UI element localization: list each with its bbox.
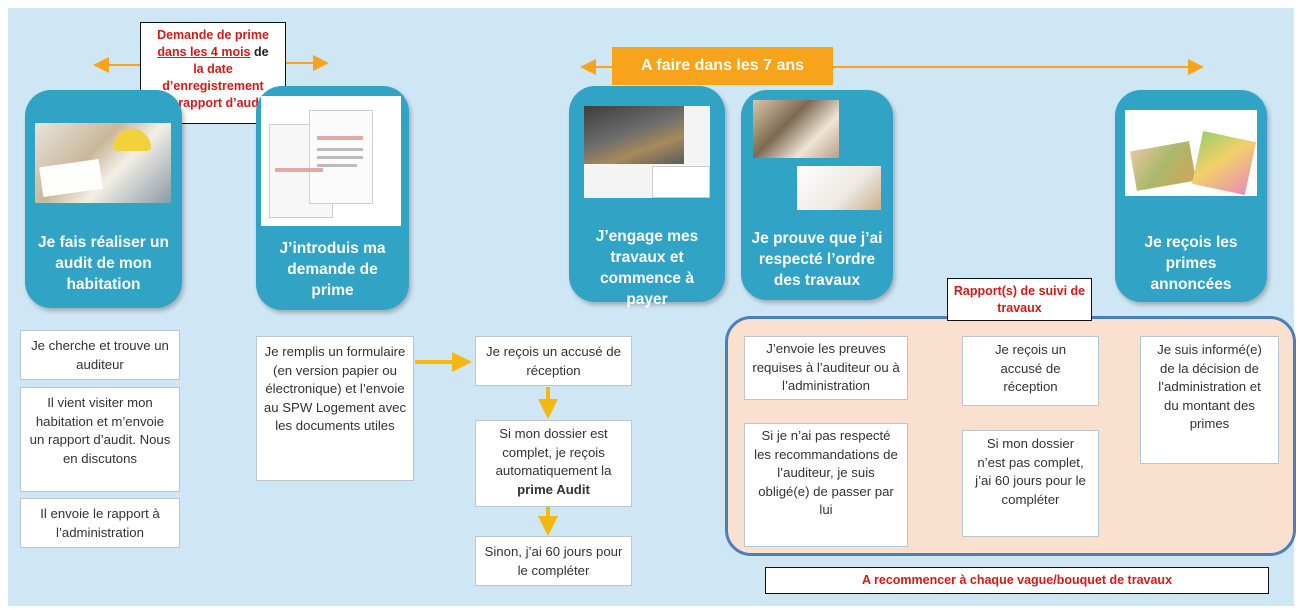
step-audit-title: Je fais réaliser un audit de mon habitat… — [38, 234, 169, 293]
workers-photo — [753, 100, 881, 210]
roof-works-photo — [584, 106, 710, 198]
decision-box: Je suis informé(e) de la décision de l’a… — [1140, 336, 1279, 464]
followup-incomplete-box: Si mon dossier n’est pas complet, j’ai 6… — [962, 430, 1099, 537]
step-receive-title: Je reçois les primes annoncées — [1144, 234, 1238, 293]
step-works-title: J’engage mes travaux et commence à payer — [595, 228, 699, 308]
step-proof: Je prouve que j’ai respecté l’ordre des … — [741, 90, 893, 300]
repeat-note: A recommencer à chaque vague/bouquet de … — [765, 567, 1269, 594]
seven-years-banner: A faire dans les 7 ans — [612, 47, 833, 85]
audit-complete-box: Si mon dossier est complet, je reçois au… — [475, 420, 632, 507]
not-respected-box: Si je n’ai pas respecté les recommandati… — [744, 423, 908, 547]
step-request: J’introduis ma demande de prime — [256, 86, 409, 310]
followup-label: Rapport(s) de suivi de travaux — [947, 278, 1092, 321]
audit-incomplete-box: Sinon, j’ai 60 jours pour le compléter — [475, 536, 632, 586]
find-auditor-box: Je cherche et trouve un auditeur — [20, 330, 180, 380]
auditor-sends-report-box: Il envoie le rapport à l’administration — [20, 498, 180, 548]
step-receive: Je reçois les primes annoncées — [1115, 90, 1267, 302]
fill-form-box: Je remplis un formulaire (en version pap… — [256, 336, 414, 481]
step-proof-title: Je prouve que j’ai respecté l’ordre des … — [751, 230, 883, 289]
receipt-box: Je reçois un accusé de réception — [475, 336, 632, 386]
audit-visit-box: Il vient visiter mon habitation et m’env… — [20, 387, 180, 492]
form-documents-photo — [261, 96, 401, 226]
money-photo — [1125, 110, 1257, 196]
send-proofs-box: J’envoie les preuves requises à l’audite… — [744, 336, 908, 400]
step-works: J’engage mes travaux et commence à payer — [569, 86, 725, 308]
step-audit: Je fais réaliser un audit de mon habitat… — [25, 90, 182, 308]
step-request-title: J’introduis ma demande de prime — [279, 240, 386, 299]
followup-receipt-box: Je reçois un accusé de réception — [962, 336, 1099, 406]
audit-meeting-photo — [35, 123, 171, 203]
